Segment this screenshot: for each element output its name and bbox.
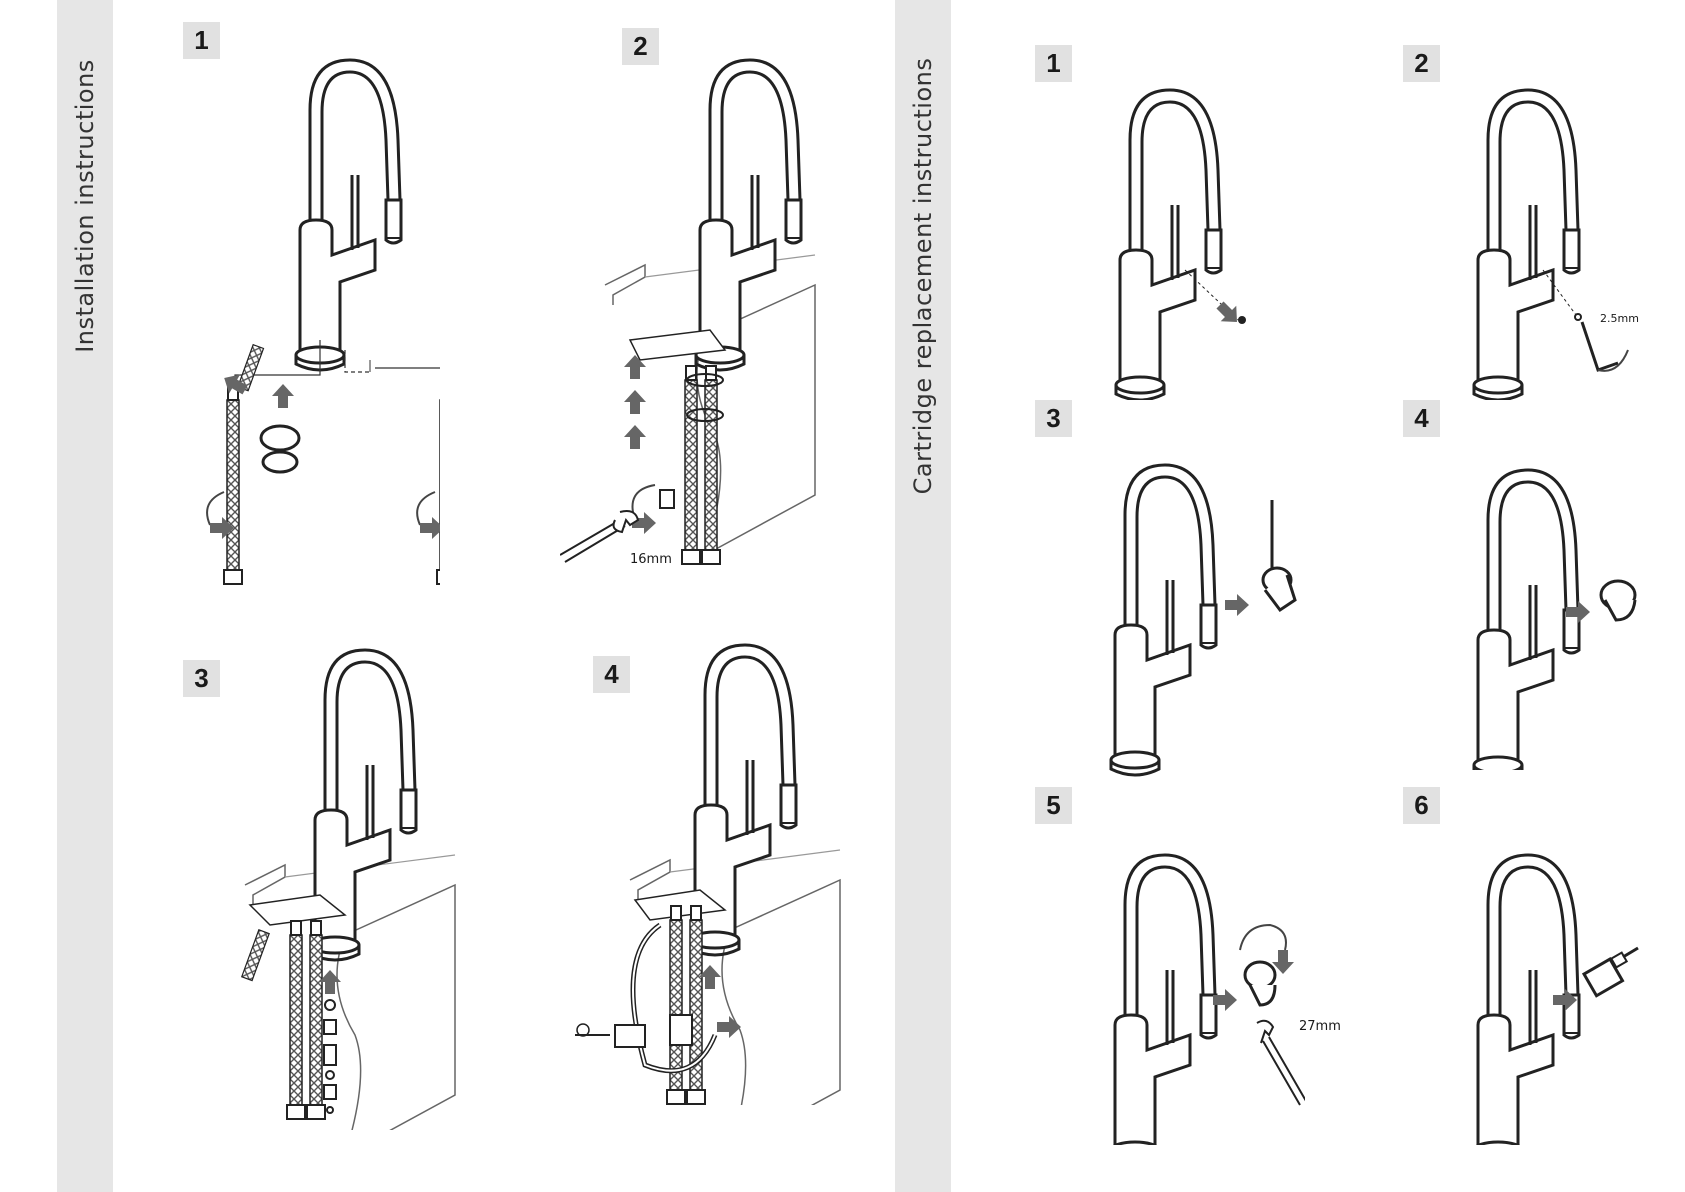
cartridge-step-5-illustration (1085, 845, 1305, 1145)
cartridge-sidebar: Cartridge replacement instructions (895, 0, 951, 1192)
installation-sidebar: Installation instructions (57, 0, 113, 1192)
cartridge-title: Cartridge replacement instructions (909, 58, 937, 495)
cartridge-step-2-illustration (1448, 80, 1648, 400)
cartridge-wrench-size-label: 27mm (1299, 1019, 1341, 1034)
install-step-2-illustration (560, 50, 830, 590)
cartridge-step-4-illustration (1448, 460, 1668, 770)
install-step-3-number: 3 (183, 660, 220, 697)
cartridge-step-6-illustration (1448, 845, 1668, 1145)
install-step-1-illustration (180, 50, 440, 620)
cartridge-step-1-number: 1 (1035, 45, 1072, 82)
installation-title: Installation instructions (71, 59, 99, 353)
cartridge-step-4-number: 4 (1403, 400, 1440, 437)
cartridge-step-3-number: 3 (1035, 400, 1072, 437)
cartridge-step-3-illustration (1085, 450, 1325, 780)
cartridge-step-1-illustration (1090, 80, 1280, 400)
cartridge-step-2-number: 2 (1403, 45, 1440, 82)
cartridge-step-5-number: 5 (1035, 787, 1072, 824)
install-step-3-illustration (230, 640, 460, 1130)
allen-key-size-label: 2.5mm (1600, 312, 1639, 325)
install-step-4-illustration (575, 635, 845, 1105)
cartridge-step-6-number: 6 (1403, 787, 1440, 824)
install-wrench-size-label: 16mm (630, 552, 672, 567)
